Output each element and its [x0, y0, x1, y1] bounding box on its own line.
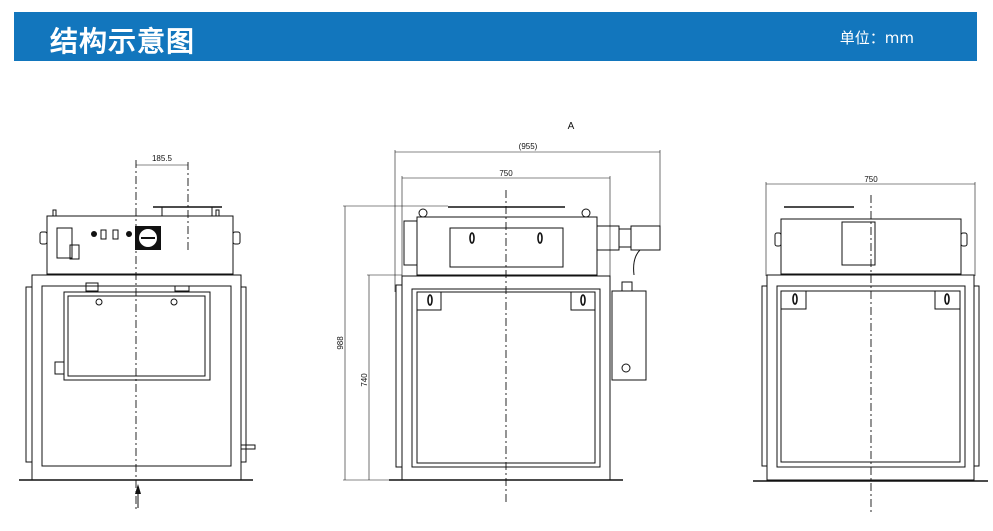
motor [630, 225, 661, 251]
rear-view: 750 [753, 175, 988, 515]
page-title: 结构示意图 [50, 25, 196, 58]
side-view: A (955) 750 988 740 [336, 121, 661, 505]
front-view: 185.5 [19, 154, 256, 512]
header-banner: 结构示意图 单位：mm [14, 12, 977, 61]
unit-label: 单位：mm [839, 29, 914, 47]
cabinet [766, 274, 975, 481]
arrow-icon [135, 484, 141, 494]
top-unit [46, 215, 234, 275]
view-marker-label: A [568, 121, 575, 132]
side-box [611, 290, 647, 381]
dim-overall-width-label: (955) [519, 142, 538, 151]
dim-width-label: 750 [499, 169, 513, 178]
dim-total-height-label: 988 [336, 336, 345, 350]
dim-width-label: 750 [864, 175, 878, 184]
top-unit [416, 216, 598, 276]
dim-cabinet-height-label: 740 [360, 373, 369, 387]
dim-offset-label: 185.5 [152, 154, 173, 163]
